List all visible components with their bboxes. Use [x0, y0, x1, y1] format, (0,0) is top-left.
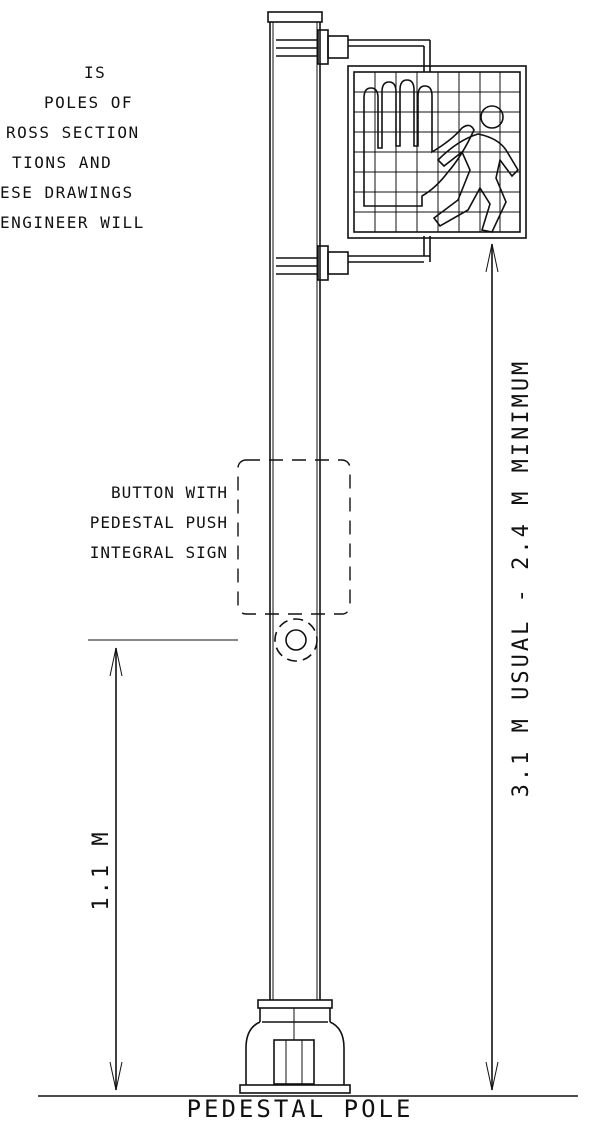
drawing-caption: PEDESTAL POLE: [187, 1095, 414, 1123]
note-line-4: TIONS AND: [12, 153, 112, 172]
note-line-5: ESE DRAWINGS: [0, 183, 134, 202]
button-label-line-2: PEDESTAL PUSH: [90, 513, 228, 532]
general-note: IS POLES OF ROSS SECTION TIONS AND ESE D…: [0, 63, 145, 232]
signal-height-dimension: 3.1 M USUAL - 2.4 M MINIMUM: [485, 243, 534, 1091]
note-line-1: IS: [84, 63, 106, 82]
button-label-line-3: INTEGRAL SIGN: [90, 543, 228, 562]
button-height-label: 1.1 M: [89, 829, 114, 910]
pole-shaft: [267, 11, 323, 1000]
button-label-line-1: BUTTON WITH: [111, 483, 228, 502]
note-line-3: ROSS SECTION: [6, 123, 140, 142]
hand-symbol-icon: [363, 79, 475, 207]
note-line-2: POLES OF: [44, 93, 133, 112]
note-line-6: ENGINEER WILL: [0, 213, 145, 232]
integral-sign-outline: [237, 459, 351, 615]
button-height-dimension: 1.1 M: [88, 639, 238, 1091]
pole-base: [239, 999, 351, 1094]
push-button-label: BUTTON WITH PEDESTAL PUSH INTEGRAL SIGN: [90, 483, 228, 562]
lower-mount-bracket: [276, 236, 431, 281]
walking-person-icon: [432, 105, 520, 233]
signal-height-label: 3.1 M USUAL - 2.4 M MINIMUM: [509, 359, 534, 798]
push-button-icon: [274, 618, 318, 662]
pedestrian-signal-head: [347, 65, 527, 239]
